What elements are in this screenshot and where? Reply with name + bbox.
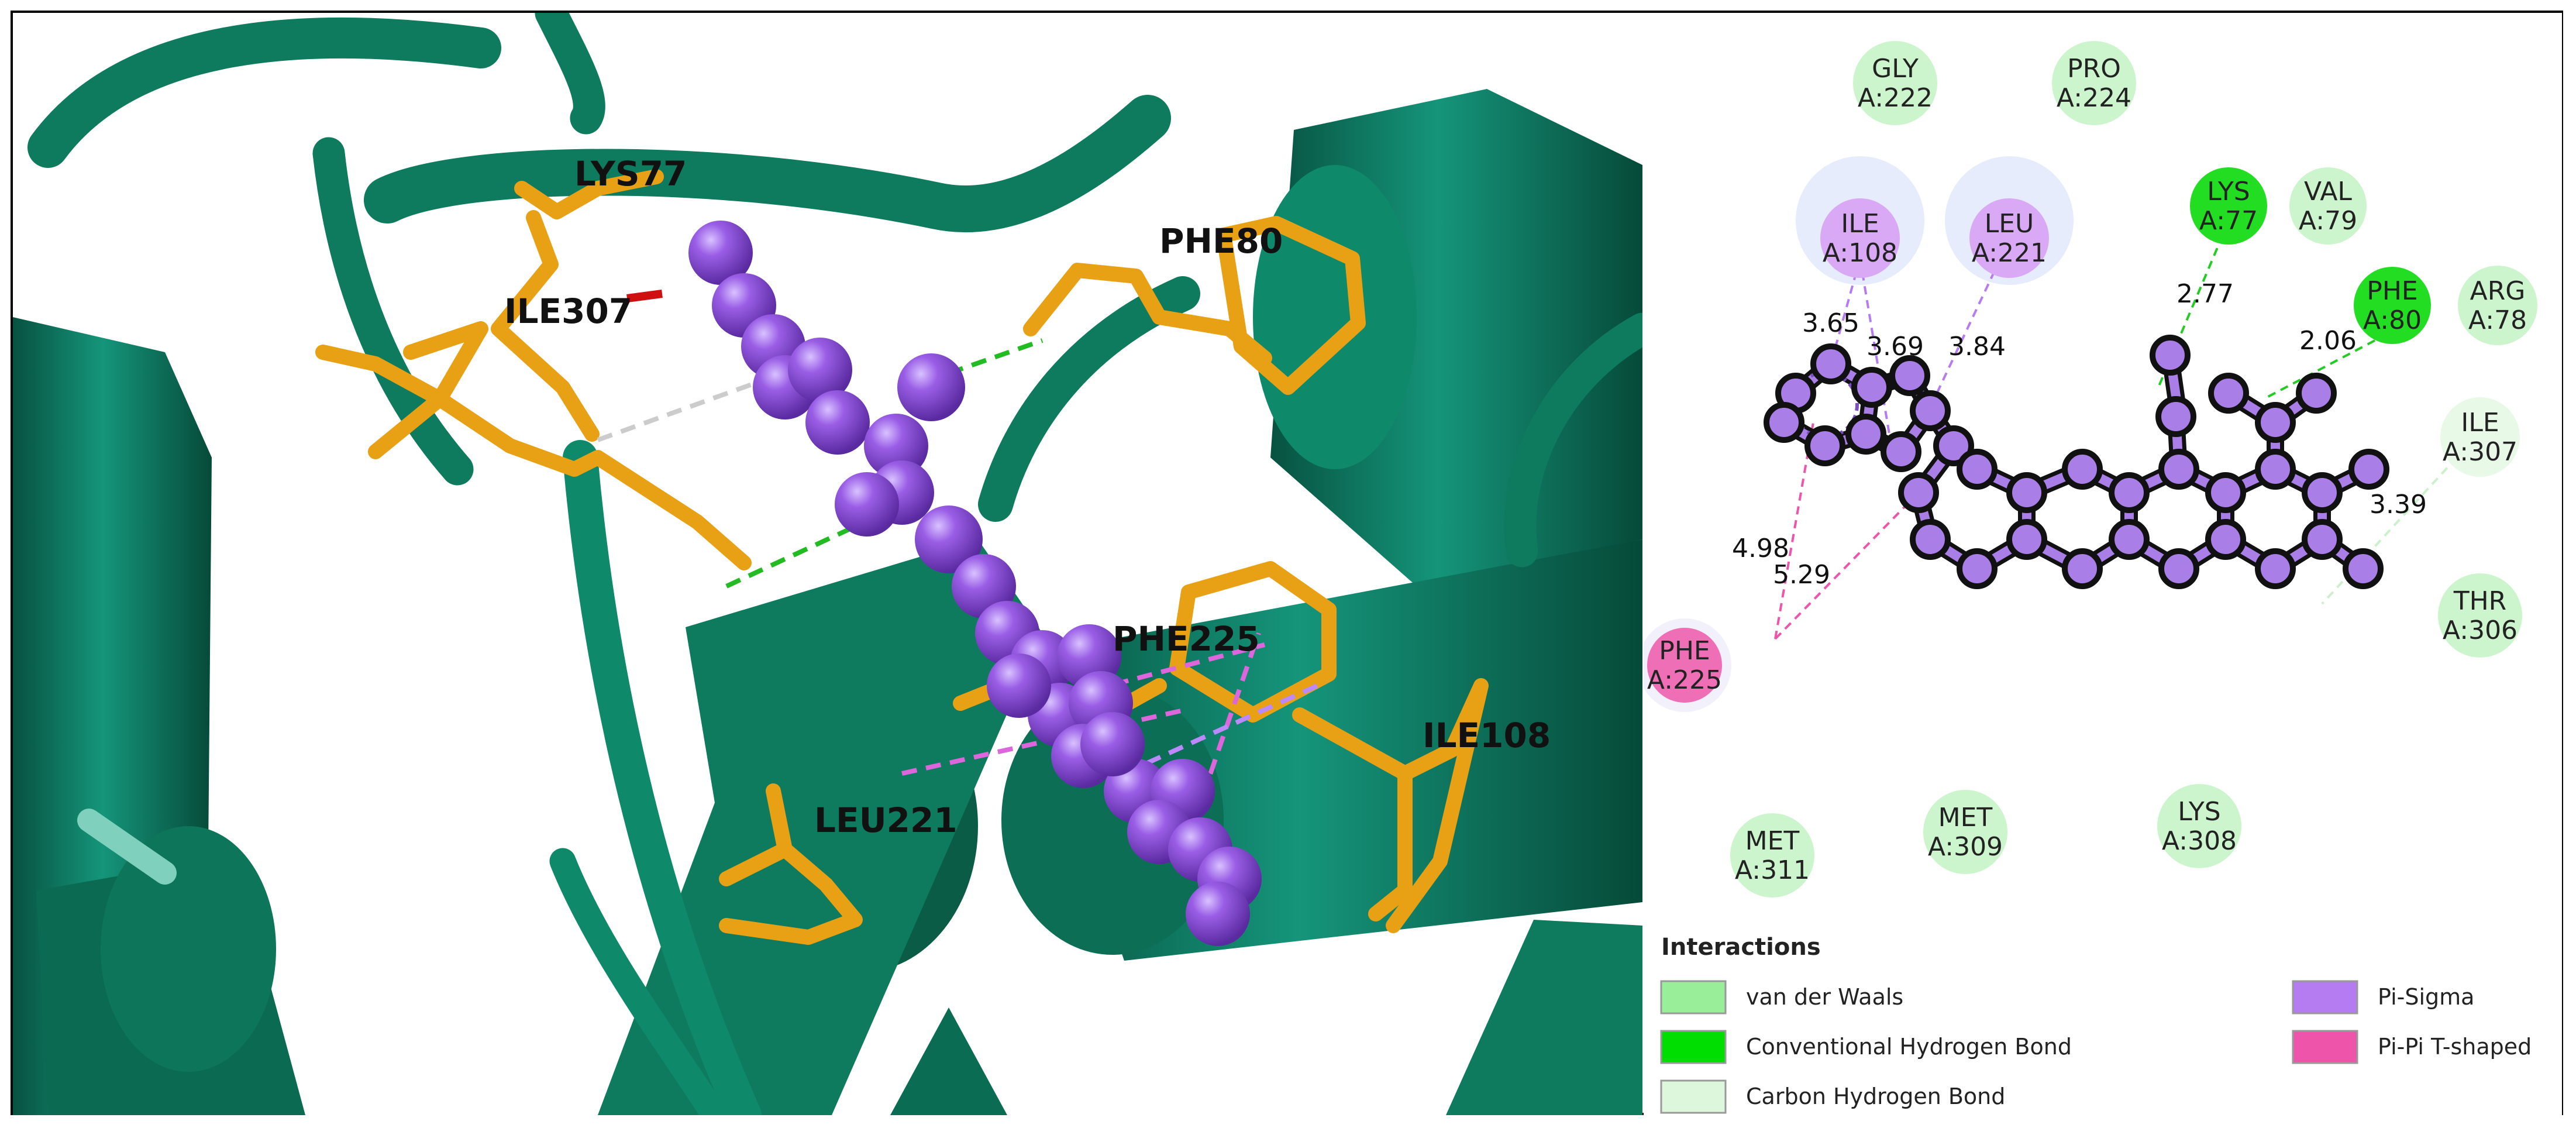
- node-phe80: PHE A:80: [2354, 267, 2431, 344]
- svg-text:LYS: LYS: [2178, 797, 2220, 827]
- node-thr306: THR A:306: [2438, 573, 2522, 658]
- svg-text:MET: MET: [1938, 803, 1993, 833]
- distance-leu221-b: 3.84: [1948, 332, 2006, 362]
- legend-swatch-pi-pi-tshaped: [2292, 1030, 2358, 1064]
- svg-text:VAL: VAL: [2304, 177, 2352, 207]
- svg-text:PRO: PRO: [2067, 54, 2121, 84]
- legend-label-pi-sigma: Pi-Sigma: [2378, 984, 2474, 1010]
- lys77-chain: [491, 210, 600, 442]
- legend-label-vdw: van der Waals: [1746, 984, 1903, 1010]
- label-phe80: PHE80: [1159, 221, 1283, 261]
- legend-label-conventional-hbond: Conventional Hydrogen Bond: [1746, 1034, 2072, 1060]
- leu221-stick: [719, 842, 863, 945]
- node-arg78: ARG A:78: [2458, 266, 2537, 345]
- legend-swatch-pi-sigma: [2292, 980, 2358, 1014]
- loop-vertical: [563, 440, 762, 1115]
- legend: Interactions van der Waals Conventional …: [1660, 934, 2532, 1114]
- node-met309: MET A:309: [1923, 790, 2007, 874]
- ile108-branch: [1368, 766, 1413, 921]
- node-lys308: LYS A:308: [2157, 784, 2241, 868]
- loop-top-left: [27, 17, 501, 168]
- protein-cartoon: [13, 13, 1642, 1115]
- helix-highlight: [77, 809, 177, 885]
- ile307-chain: [315, 345, 752, 570]
- svg-text:A:311: A:311: [1735, 855, 1810, 885]
- svg-text:A:78: A:78: [2468, 305, 2527, 335]
- clash-marker: [626, 290, 663, 302]
- svg-text:A:222: A:222: [1858, 83, 1933, 113]
- node-leu221: LEU A:221: [1969, 198, 2049, 278]
- node-val79: VAL A:79: [2289, 167, 2367, 245]
- legend-swatch-vdw: [1660, 980, 1727, 1014]
- interaction-2d-diagram: GLY A:222 PRO A:224 ILE A:108 LEU A:221 …: [1644, 13, 2562, 1115]
- legend-swatch-carbon-hbond: [1660, 1079, 1727, 1114]
- svg-text:LYS: LYS: [2207, 177, 2250, 207]
- svg-text:A:308: A:308: [2162, 826, 2237, 856]
- legend-title: Interactions: [1661, 934, 1821, 961]
- svg-text:ILE: ILE: [2461, 408, 2499, 438]
- ile307-stick: [368, 321, 488, 459]
- beta-strand-lower-right: [1446, 920, 1642, 1115]
- ligand-spheres: [688, 221, 1262, 946]
- svg-text:A:108: A:108: [1823, 238, 1897, 268]
- svg-text:GLY: GLY: [1872, 54, 1919, 84]
- node-ile108: ILE A:108: [1820, 198, 1900, 278]
- svg-text:PHE: PHE: [1659, 636, 1710, 666]
- node-lys77: LYS A:77: [2190, 167, 2267, 245]
- svg-text:A:221: A:221: [1972, 238, 2047, 268]
- legend-label-pi-pi-tshaped: Pi-Pi T-shaped: [2378, 1034, 2532, 1060]
- legend-label-carbon-hbond: Carbon Hydrogen Bond: [1746, 1084, 2005, 1109]
- loop-far-right: [1504, 312, 1642, 568]
- svg-text:A:80: A:80: [2363, 305, 2422, 335]
- svg-text:A:225: A:225: [1647, 665, 1722, 695]
- svg-text:PHE: PHE: [2367, 276, 2417, 306]
- node-met311: MET A:311: [1730, 813, 1814, 897]
- node-phe225: PHE A:225: [1644, 618, 1731, 712]
- distance-phe80: 2.06: [2299, 326, 2357, 356]
- legend-swatch-conventional-hbond: [1660, 1030, 1727, 1064]
- label-ile307: ILE307: [504, 291, 632, 331]
- svg-text:A:77: A:77: [2199, 206, 2258, 236]
- label-lys77: LYS77: [574, 154, 687, 194]
- label-ile108: ILE108: [1423, 716, 1551, 755]
- phe225-ring: [1169, 561, 1337, 723]
- loop-lower: [549, 848, 728, 1115]
- protein-ligand-3d-view: LYS77 ILE307 PHE80 PHE225 ILE108 LEU221: [13, 13, 1642, 1115]
- leu221-branch: [766, 783, 793, 857]
- distance-lys77: 2.77: [2176, 279, 2234, 309]
- ligand-atoms: [1764, 335, 2389, 589]
- svg-text:A:307: A:307: [2443, 437, 2518, 467]
- distance-leu221-a: 3.69: [1866, 332, 1924, 362]
- node-gly222: GLY A:222: [1853, 41, 1937, 125]
- node-pro224: PRO A:224: [2052, 41, 2136, 125]
- svg-text:MET: MET: [1745, 826, 1800, 856]
- distance-phe225-b: 5.29: [1773, 560, 1830, 590]
- distance-ile307: 3.39: [2370, 490, 2427, 520]
- beta-strand-center: [598, 539, 1042, 1115]
- loop-top-mid: [535, 13, 605, 135]
- beta-strand-bottom: [890, 1007, 1007, 1115]
- helix-lower-cap: [101, 826, 276, 1072]
- label-leu221: LEU221: [814, 800, 958, 840]
- ile108-stick: [1292, 678, 1489, 933]
- lys77-stick: [514, 169, 664, 219]
- distance-ile108: 3.65: [1802, 308, 1859, 338]
- svg-text:LEU: LEU: [1985, 209, 2034, 239]
- svg-text:THR: THR: [2453, 586, 2507, 616]
- loop-top: [364, 95, 1171, 232]
- loop-left: [312, 137, 474, 486]
- loop-right: [978, 276, 1200, 522]
- label-phe225: PHE225: [1113, 619, 1260, 659]
- svg-text:ARG: ARG: [2470, 276, 2526, 306]
- helix-end-cap: [1253, 165, 1417, 469]
- svg-text:ILE: ILE: [1841, 209, 1879, 239]
- svg-text:A:79: A:79: [2299, 206, 2357, 236]
- distance-phe225-a: 4.98: [1732, 534, 1789, 563]
- phe80-ring: [1216, 216, 1366, 395]
- svg-text:A:309: A:309: [1928, 832, 2003, 862]
- svg-text:A:306: A:306: [2443, 615, 2518, 645]
- svg-text:A:224: A:224: [2057, 83, 2131, 113]
- node-ile307: ILE A:307: [2440, 397, 2520, 477]
